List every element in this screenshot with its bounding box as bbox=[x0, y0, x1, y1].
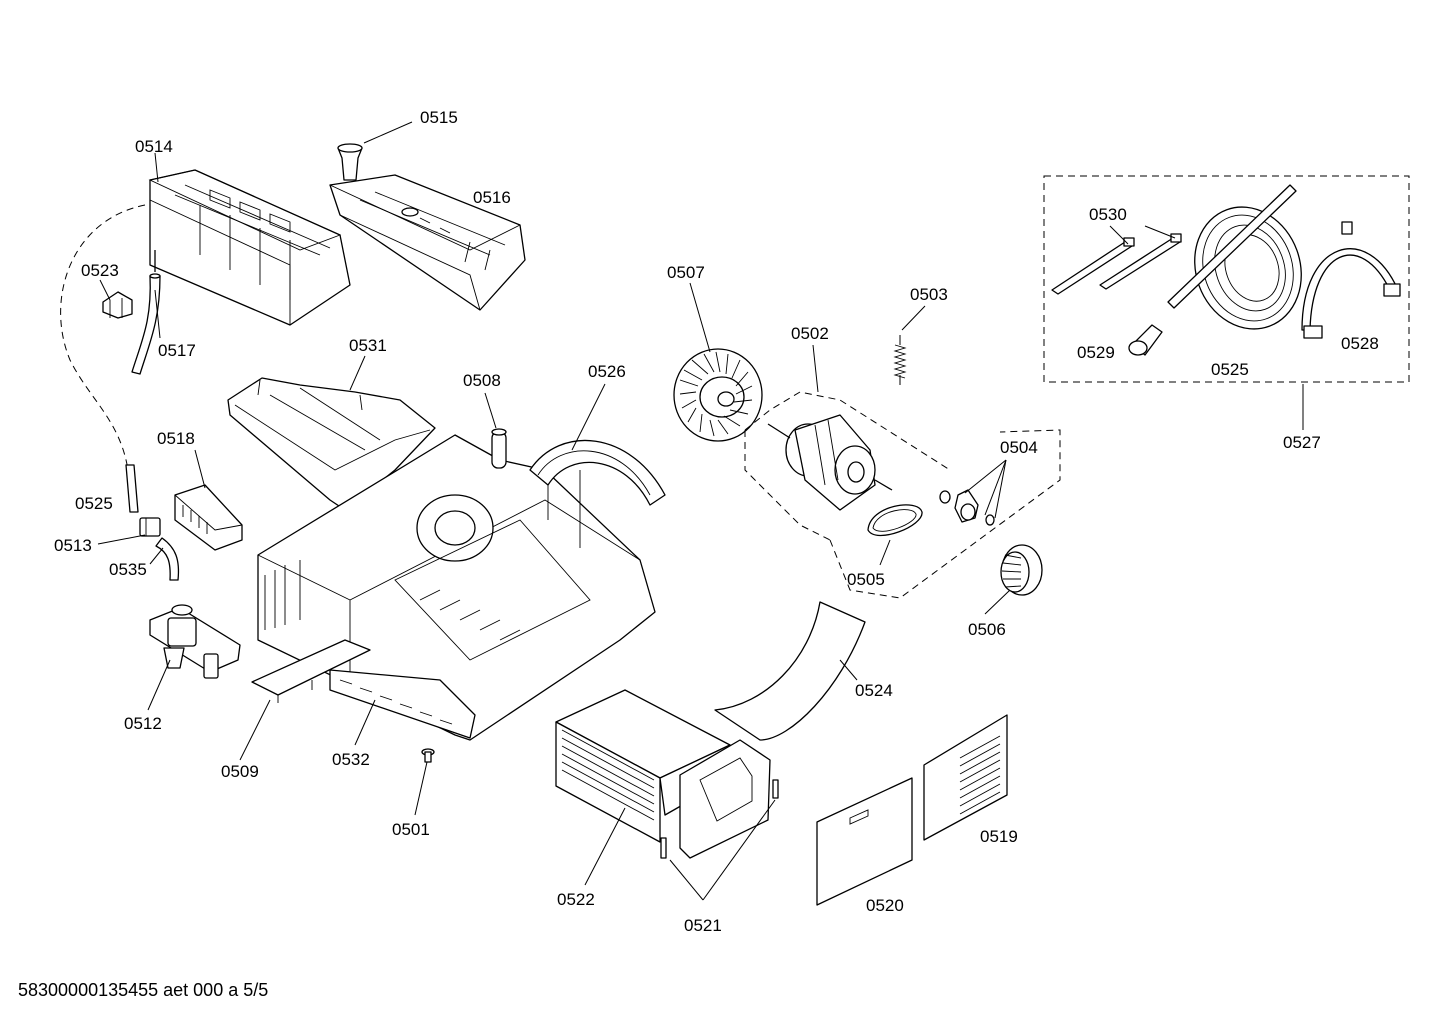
label-0501: 0501 bbox=[392, 820, 430, 839]
label-0531: 0531 bbox=[349, 336, 387, 355]
label-0530: 0530 bbox=[1089, 205, 1127, 224]
label-0525-left: 0525 bbox=[75, 494, 113, 513]
label-0523: 0523 bbox=[81, 261, 119, 280]
label-0502: 0502 bbox=[791, 324, 829, 343]
label-0514: 0514 bbox=[135, 137, 173, 156]
hose-adapter-part bbox=[1128, 324, 1163, 356]
filter-tray-part bbox=[251, 639, 371, 703]
drain-hose-path bbox=[60, 204, 146, 471]
label-0504: 0504 bbox=[1000, 438, 1038, 457]
pulley-part bbox=[939, 489, 995, 526]
condenser-part bbox=[555, 689, 779, 859]
drum-support-part bbox=[529, 439, 666, 548]
coiled-hose-part bbox=[1167, 184, 1302, 330]
label-0513: 0513 bbox=[54, 536, 92, 555]
hose-part bbox=[131, 273, 161, 375]
cable-ties-part bbox=[1051, 233, 1182, 295]
pump-unit-part bbox=[149, 604, 241, 679]
label-0503: 0503 bbox=[910, 285, 948, 304]
label-0512: 0512 bbox=[124, 714, 162, 733]
label-0519: 0519 bbox=[980, 827, 1018, 846]
blower-wheel-part bbox=[1000, 544, 1043, 596]
spring-part bbox=[893, 335, 907, 385]
label-0517: 0517 bbox=[158, 341, 196, 360]
label-0508: 0508 bbox=[463, 371, 501, 390]
label-0520: 0520 bbox=[866, 896, 904, 915]
label-0507: 0507 bbox=[667, 263, 705, 282]
label-0527: 0527 bbox=[1283, 433, 1321, 452]
fan-wheel-part bbox=[673, 348, 763, 442]
label-0505: 0505 bbox=[847, 570, 885, 589]
clip-part bbox=[102, 291, 133, 319]
seal-strip-part bbox=[714, 601, 866, 741]
label-0515: 0515 bbox=[420, 108, 458, 127]
water-container-part bbox=[148, 169, 351, 326]
small-hose-part bbox=[155, 537, 180, 581]
grille-part bbox=[923, 714, 1008, 841]
drain-hose-part bbox=[125, 464, 139, 513]
label-0516: 0516 bbox=[473, 188, 511, 207]
label-0506: 0506 bbox=[968, 620, 1006, 639]
label-0528: 0528 bbox=[1341, 334, 1379, 353]
funnel-part bbox=[337, 143, 363, 181]
container-lid-part bbox=[329, 174, 526, 311]
label-0535: 0535 bbox=[109, 560, 147, 579]
document-reference-footer: 58300000135455 aet 000 a 5/5 bbox=[18, 980, 269, 1000]
screw-part bbox=[421, 748, 435, 763]
label-0521: 0521 bbox=[684, 916, 722, 935]
hose-bracket-part bbox=[1301, 221, 1401, 339]
connector-part bbox=[139, 517, 161, 537]
label-0532: 0532 bbox=[332, 750, 370, 769]
label-0524: 0524 bbox=[855, 681, 893, 700]
motor-part bbox=[767, 414, 893, 511]
cover-box-part bbox=[174, 484, 243, 551]
hatch-cover-part bbox=[816, 777, 913, 906]
air-duct-part bbox=[227, 377, 436, 511]
base-frame-part bbox=[257, 434, 656, 741]
label-0509: 0509 bbox=[221, 762, 259, 781]
leader-lines bbox=[97, 121, 1304, 901]
label-0529: 0529 bbox=[1077, 343, 1115, 362]
kit-group-outline bbox=[1043, 175, 1410, 383]
label-0522: 0522 bbox=[557, 890, 595, 909]
belt-part bbox=[867, 504, 923, 537]
capacitor-part bbox=[491, 428, 507, 469]
label-0518: 0518 bbox=[157, 429, 195, 448]
label-0525-right: 0525 bbox=[1211, 360, 1249, 379]
label-0526: 0526 bbox=[588, 362, 626, 381]
